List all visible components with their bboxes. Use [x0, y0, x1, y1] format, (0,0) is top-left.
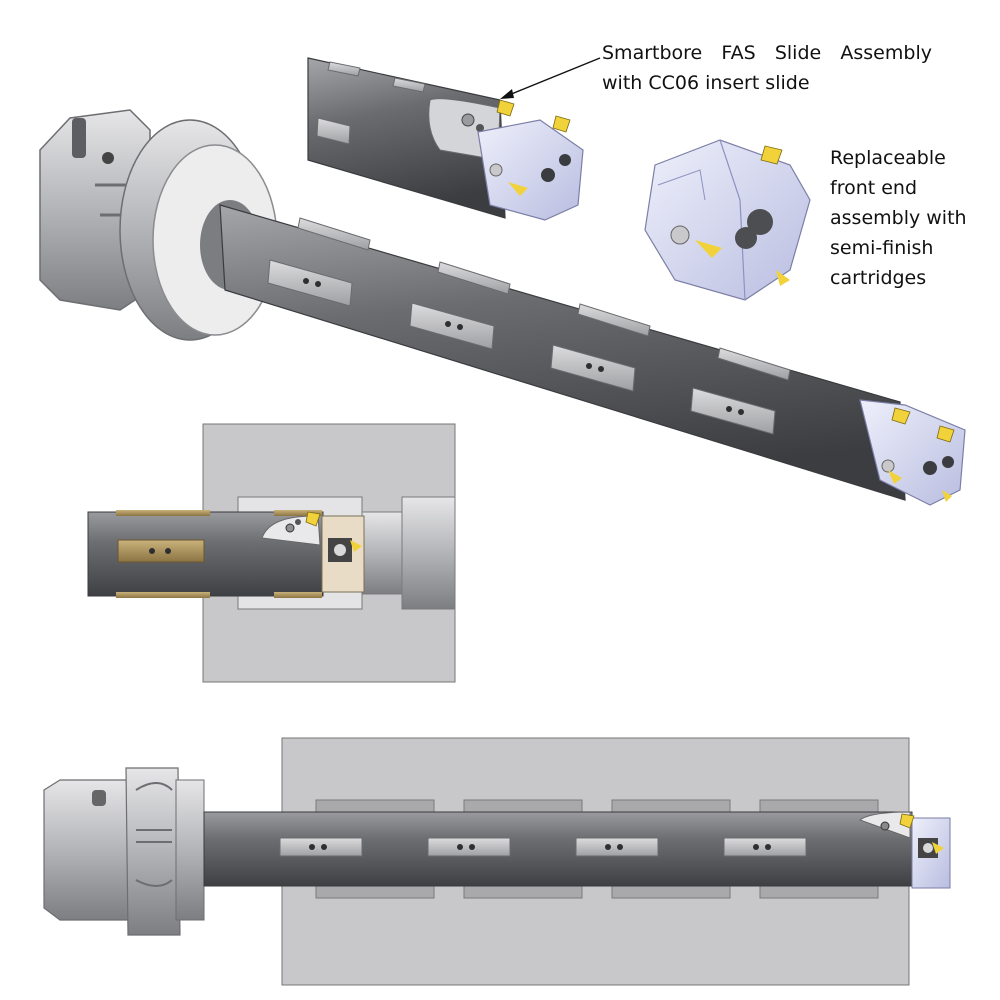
side-view-assembly: [43, 737, 951, 986]
callout-front-line: semi-finish: [830, 237, 934, 259]
insert-tip: [350, 540, 362, 552]
callout-word: FAS: [721, 42, 756, 64]
insert-tip: [888, 470, 902, 484]
insert-tip: [776, 270, 790, 286]
insert-tip: [936, 425, 955, 443]
callout-front-line: cartridges: [830, 267, 927, 289]
slide-assembly-closeup: [307, 57, 601, 221]
callout-front-end: Replaceable front end assembly with semi…: [830, 143, 990, 293]
insert-tip: [932, 842, 944, 854]
isometric-boring-bar: [39, 109, 966, 506]
cartridge-pad: [690, 387, 776, 435]
insert-tip: [496, 99, 515, 117]
callout-slide-line1: Smartbore FAS Slide Assembly: [602, 38, 932, 68]
cartridge-pad: [117, 539, 205, 563]
callout-arrow: [503, 57, 601, 98]
insert-tip: [942, 490, 952, 502]
cartridge-pad: [409, 302, 495, 350]
callout-front-line: assembly with: [830, 207, 967, 229]
cartridge-pad: [267, 259, 353, 307]
insert-tip: [899, 813, 915, 829]
callout-arrow: [500, 89, 514, 99]
cartridge-pad: [717, 347, 791, 381]
callout-front-line: front end: [830, 177, 918, 199]
callout-word: Smartbore: [602, 42, 703, 64]
callout-word: Assembly: [840, 42, 932, 64]
callout-word: Slide: [774, 42, 822, 64]
cartridge-pad: [392, 77, 426, 93]
insert-tip: [760, 145, 783, 165]
callout-front-line: Replaceable: [830, 147, 946, 169]
section-view-bore: [87, 423, 456, 683]
cartridge-pad: [437, 261, 511, 295]
cartridge-pad: [550, 344, 636, 392]
cartridge-pad: [297, 217, 371, 251]
insert-tip: [891, 407, 911, 425]
insert-tip: [508, 182, 528, 196]
cartridge-pad-row: [267, 217, 791, 435]
insert-tip: [552, 115, 571, 133]
cartridge-pad: [316, 117, 351, 145]
replaceable-front-end: [644, 139, 811, 301]
callout-slide-line2: with CC06 insert slide: [602, 72, 810, 94]
insert-tip: [305, 511, 321, 527]
cartridge-pad: [577, 303, 651, 337]
tool-holder: [43, 779, 133, 921]
iso-front-end: [859, 399, 966, 506]
insert-tip: [695, 240, 722, 258]
callout-slide-assembly: Smartbore FAS Slide Assembly with CC06 i…: [602, 38, 932, 98]
cartridge-pad: [327, 61, 361, 77]
